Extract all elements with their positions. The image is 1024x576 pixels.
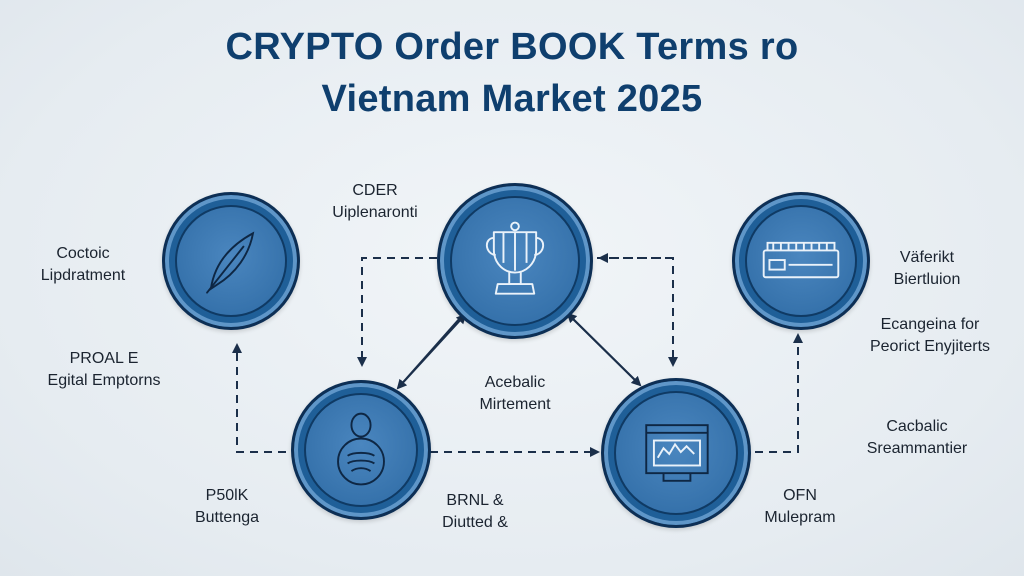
node-trophy [437,183,593,339]
label-left-mid-line-1: PROAL E [69,350,139,367]
arrow-diag-left-rev [397,313,467,389]
label-bottom-left: P50lK Buttenga [172,485,282,529]
label-bottom-center-line-1: BRNL & [446,492,504,509]
label-right-low-line-1: Cacbalic [886,418,948,435]
label-bottom-left-line-2: Buttenga [194,509,260,526]
diagram-title-line-1: CRYPTO Order BOOK Terms ro [225,26,799,68]
arrow-trophy-to-coins [357,257,437,367]
label-left-top: Coctoic Lipdratment [18,243,148,287]
label-right-top: Väferikt Biertluion [872,247,982,291]
label-left-mid: PROAL E Egital Emptorns [24,348,184,392]
trophy-icon [485,221,545,295]
node-cash-register [732,192,870,330]
label-top-center-line-2: Uiplenaronti [332,204,418,221]
label-bottom-center-line-2: Diutted & [442,514,508,531]
label-left-top-line-1: Coctoic [56,245,110,262]
feather-icon [206,231,255,294]
label-bottom-right-line-2: Mulepram [764,509,836,526]
label-left-mid-line-2: Egital Emptorns [47,372,161,389]
label-right-mid: Ecangeina for Peorict Enyjiterts [850,314,1010,358]
label-right-mid-line-1: Ecangeina for [880,316,980,333]
label-center: Acebalic Mirtement [450,372,580,416]
label-right-mid-line-2: Peorict Enyjiterts [869,338,991,355]
cash-register-icon [762,241,840,279]
label-right-low-line-2: Sreammantier [866,440,968,457]
coin-stack-icon [337,412,385,486]
monitor-icon [645,424,709,482]
label-bottom-center: BRNL & Diutted & [420,490,530,534]
diagram-title-line-2: Vietnam Market 2025 [321,78,703,120]
label-bottom-right-line-1: OFN [783,487,817,504]
node-coin-stack [291,380,431,520]
arrow-monitor-to-register [755,333,803,453]
label-center-line-2: Mirtement [479,396,551,413]
label-left-top-line-2: Lipdratment [40,267,126,284]
label-center-line-1: Acebalic [484,374,546,391]
label-top-center-line-1: CDER [352,182,398,199]
node-feather [162,192,300,330]
arrow-trophy-to-monitor [597,257,678,367]
label-bottom-left-line-1: P50lK [205,487,249,504]
arrow-diag-right-rev [566,312,641,386]
label-bottom-right: OFN Mulepram [740,485,860,529]
label-right-top-line-1: Väferikt [899,249,955,266]
node-monitor [601,378,751,528]
arrow-coins-to-feather [232,343,300,453]
label-right-low: Cacbalic Sreammantier [842,416,992,460]
label-top-center: CDER Uiplenaronti [310,180,440,224]
label-right-top-line-2: Biertluion [893,271,961,288]
